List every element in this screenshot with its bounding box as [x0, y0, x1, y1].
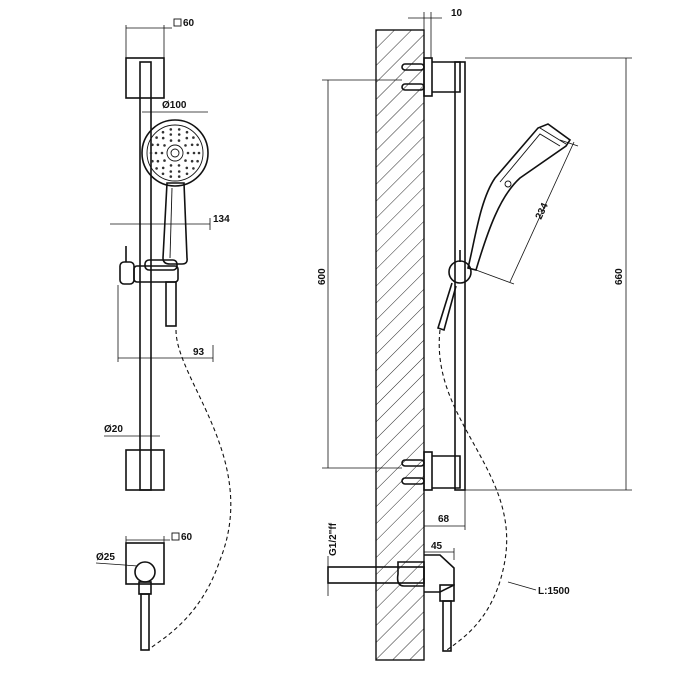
dim-234-label: 234 [534, 201, 551, 221]
dimension-68: 68 [424, 490, 466, 530]
nozzle [177, 128, 181, 131]
shower-nozzles [149, 128, 201, 178]
thread-label: G1/2"ff [328, 522, 339, 556]
hand-shower-handle [162, 182, 188, 265]
nozzle [177, 175, 181, 178]
hose-length-label: L:1500 [538, 586, 570, 597]
nozzle [155, 136, 158, 139]
bottom-wall-bracket [125, 449, 165, 491]
side-view: 10 [317, 8, 632, 661]
nozzle [169, 164, 173, 167]
nozzle [169, 170, 173, 173]
dim-660-label: 660 [614, 268, 625, 285]
nozzle [190, 143, 194, 147]
nozzle [197, 151, 201, 155]
front-view: 60 Ø100 134 [95, 18, 232, 651]
nozzle [192, 151, 196, 155]
nozzle [151, 143, 154, 147]
nozzle [185, 166, 189, 170]
diameter-25-label: Ø25 [96, 552, 115, 563]
dimension-93: 93 [117, 285, 214, 362]
nozzle [149, 151, 153, 155]
dimension-134: 134 [110, 214, 230, 230]
nozzle [196, 159, 199, 163]
nozzle [190, 159, 194, 163]
nozzle [184, 159, 187, 162]
nozzle [161, 130, 165, 134]
front-wall-outlet: 60 Ø25 [95, 532, 193, 651]
dimension-10: 10 [408, 8, 463, 58]
nozzle [169, 133, 173, 136]
nozzle [161, 172, 165, 176]
nozzle [169, 139, 173, 142]
nozzle [160, 151, 164, 155]
nozzle [177, 164, 181, 167]
nozzle [185, 136, 189, 140]
dim-600-label: 600 [317, 268, 328, 285]
hose-length-callout: L:1500 [507, 581, 570, 597]
nozzle [163, 159, 166, 162]
nozzle [184, 144, 187, 147]
nozzle [156, 159, 160, 163]
dimension-600: 600 [317, 79, 402, 469]
wall-section [375, 29, 425, 661]
nozzle [177, 139, 181, 142]
dimension-square-60-top: 60 [125, 18, 195, 58]
square-60-top-label: 60 [183, 18, 195, 29]
dim-93-label: 93 [193, 347, 205, 358]
slide-rail [139, 61, 152, 491]
nozzle [161, 136, 165, 140]
square-60-bottom-label: 60 [181, 532, 193, 543]
nozzle [185, 130, 189, 134]
slider-holder [119, 246, 179, 327]
dim-10-label: 10 [451, 8, 463, 19]
side-rail [454, 61, 466, 491]
nozzle [177, 133, 181, 136]
side-hose [438, 329, 508, 651]
dimension-diameter-20: Ø20 [104, 424, 160, 437]
top-wall-anchors [401, 57, 461, 97]
hand-shower-head [141, 119, 209, 265]
diameter-20-label: Ø20 [104, 424, 123, 435]
nozzle [196, 143, 199, 147]
nozzle [154, 151, 158, 155]
nozzle [151, 159, 154, 163]
nozzle [155, 167, 158, 170]
dimension-234: 234 [475, 139, 579, 285]
bottom-wall-anchors [401, 451, 461, 491]
nozzle [177, 170, 181, 173]
front-hose [147, 329, 232, 651]
nozzle [163, 144, 166, 147]
dim-68-label: 68 [438, 514, 450, 525]
side-hand-shower [467, 123, 572, 271]
dim-45-label: 45 [431, 541, 443, 552]
dimension-660: 660 [465, 57, 632, 491]
top-wall-bracket [125, 57, 165, 99]
dim-134-label: 134 [213, 214, 230, 225]
nozzle [186, 151, 190, 155]
side-wall-outlet: 45 G1/2"ff [327, 522, 455, 652]
nozzle [192, 136, 195, 139]
nozzle [169, 175, 173, 178]
nozzle [192, 167, 195, 170]
diameter-100-label: Ø100 [162, 100, 187, 111]
nozzle [185, 172, 189, 176]
side-slider [437, 250, 472, 332]
dimension-diameter-100: Ø100 [142, 100, 208, 113]
nozzle [156, 143, 160, 147]
nozzle [169, 128, 173, 131]
nozzle [161, 166, 165, 170]
